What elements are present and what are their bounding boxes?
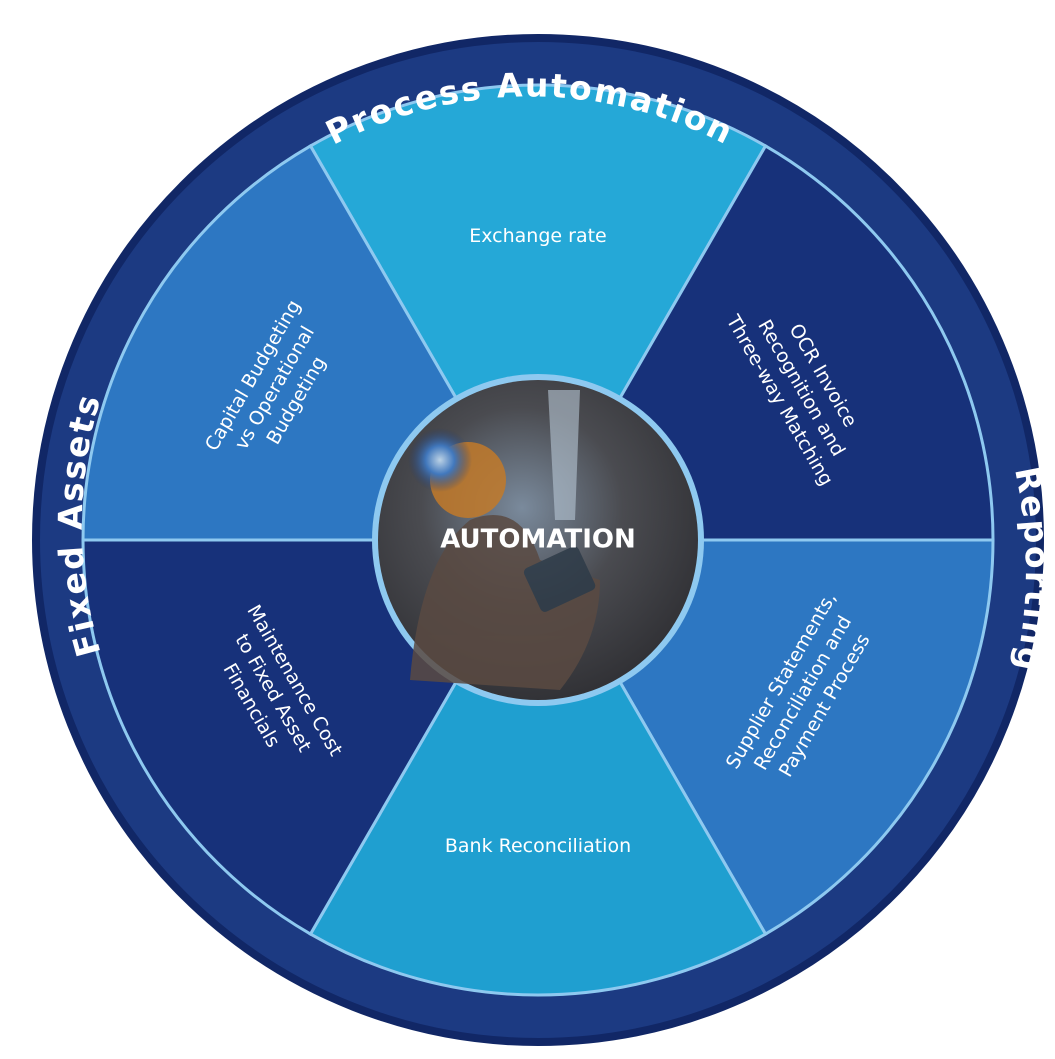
center-label: AUTOMATION bbox=[440, 525, 636, 555]
segment-label-1: Exchange rate bbox=[469, 225, 606, 247]
worker-silhouette bbox=[410, 515, 600, 690]
center-photo-shapes bbox=[408, 390, 600, 690]
tablet-device bbox=[523, 546, 596, 612]
segment-label-line: Bank Reconciliation bbox=[445, 835, 631, 857]
segment-label-line: Exchange rate bbox=[469, 225, 606, 247]
helmet-lamp bbox=[408, 428, 472, 492]
segment-label-4: Bank Reconciliation bbox=[445, 835, 631, 857]
segments-group bbox=[81, 83, 995, 997]
cave-waterfall bbox=[548, 390, 580, 520]
